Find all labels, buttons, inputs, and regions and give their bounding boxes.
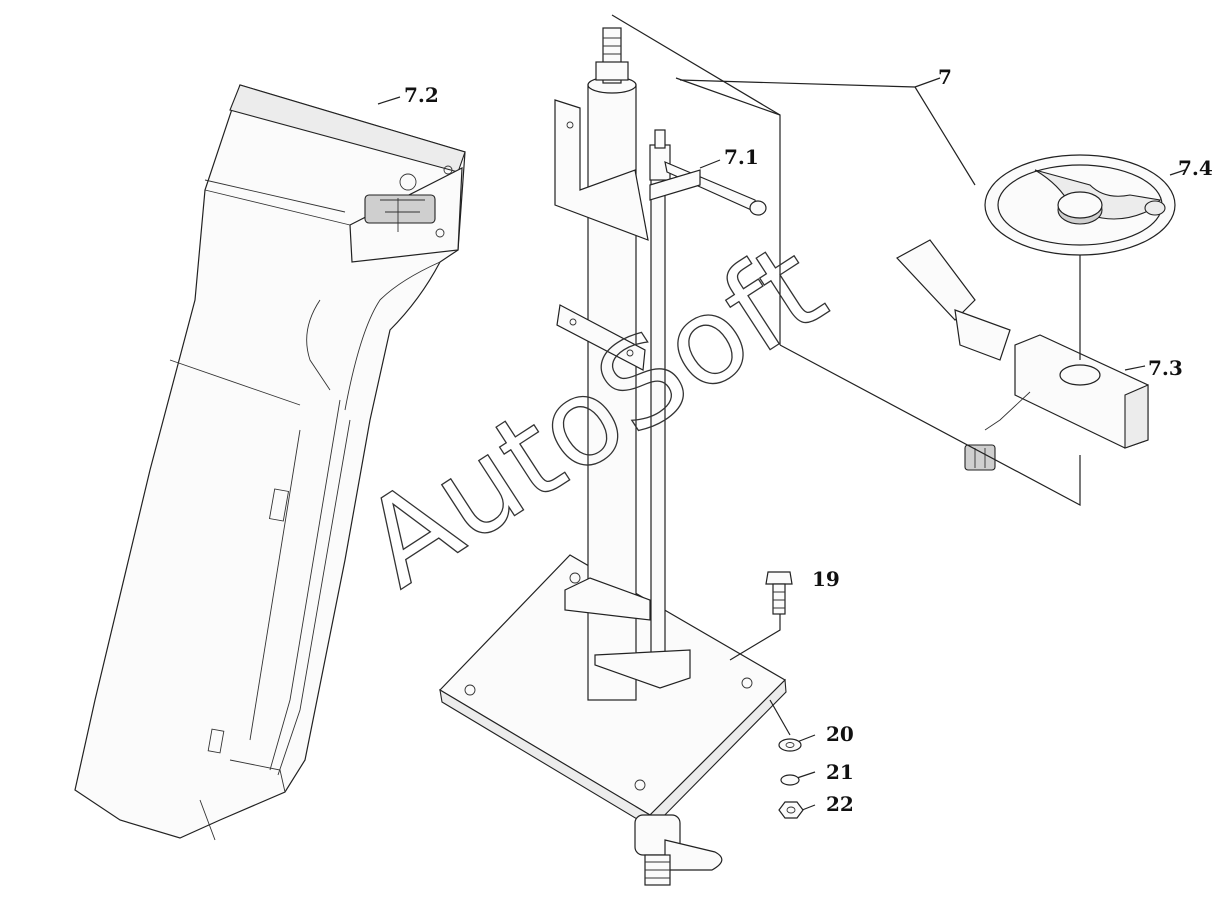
callout-7-1: 7.1: [724, 145, 759, 169]
callout-7-3: 7.3: [1148, 356, 1183, 380]
callout-7-2: 7.2: [404, 83, 439, 107]
callout-7: 7: [938, 65, 952, 89]
callout-19: 19: [812, 567, 840, 591]
steering-wheel: [984, 154, 1176, 256]
hardware-bolt-washers: [765, 571, 804, 819]
callout-21: 21: [826, 760, 854, 784]
callout-7-4: 7.4: [1178, 156, 1213, 180]
console-housing: [74, 84, 466, 841]
steering-column-stand: [439, 27, 787, 886]
callout-22: 22: [826, 792, 854, 816]
callout-20: 20: [826, 722, 854, 746]
leader-lines: [377, 14, 1186, 813]
column-switch: [896, 239, 1149, 471]
